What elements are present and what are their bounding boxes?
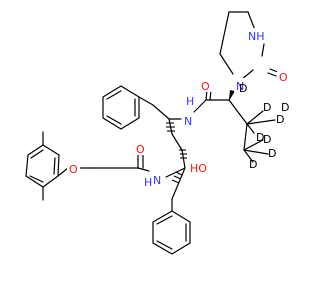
deuterium-4-label: D	[281, 101, 289, 114]
alpha-carbon-wedge	[229, 90, 234, 100]
amide-hydrogen-label: H	[186, 95, 194, 108]
amide-2-nitrogen-label: N	[153, 174, 161, 187]
ring-nh-label: NH	[248, 30, 265, 43]
ether-oxygen-label: O	[69, 163, 78, 176]
stereo-bonds	[166, 90, 234, 184]
ring-nitrogen-label: N	[236, 80, 244, 93]
deuterium-7-label: D	[268, 147, 276, 160]
backbone-bonds	[42, 87, 276, 212]
pyrimidinone-ring	[219, 11, 279, 81]
lower-phenyl-ring	[152, 210, 191, 255]
carbonyl-oxygen-label: O	[136, 143, 145, 156]
hydroxyl-label: HO	[190, 162, 207, 175]
deuterium-2-label: D	[263, 101, 271, 114]
alpha-deuterium-label: D	[239, 82, 247, 95]
deuterium-6-label: D	[263, 133, 271, 146]
deuterium-3-label: D	[276, 113, 284, 126]
urea-oxygen-label: O	[279, 71, 288, 84]
dimethylphenyl-ring	[25, 144, 60, 188]
molecule-structure: NH O N O N H D D D D D D D D O O HO N H	[25, 11, 290, 255]
amide-oxygen-label: O	[201, 80, 210, 93]
deuterium-5-label: D	[249, 158, 257, 171]
upper-phenyl-ring	[102, 85, 140, 130]
amide-2-hydrogen-label: H	[144, 176, 152, 189]
amide-nitrogen-label: N	[184, 115, 192, 128]
atom-labels: NH O N O N H D D D D D D D D O O HO N H	[67, 28, 290, 189]
deuterium-1-label: D	[256, 131, 264, 144]
